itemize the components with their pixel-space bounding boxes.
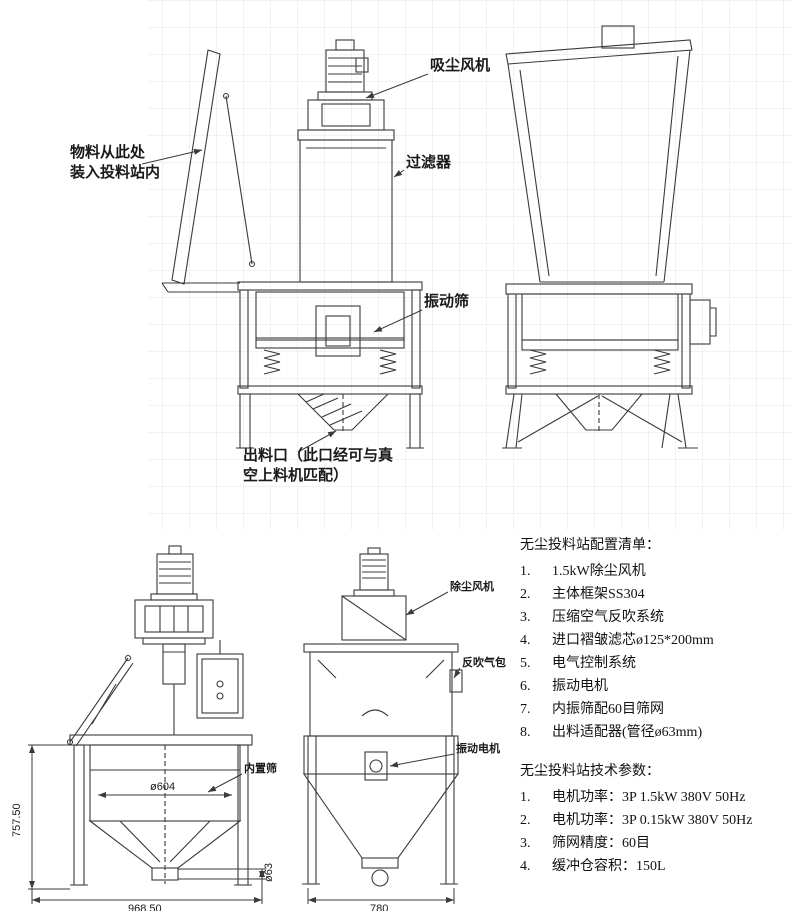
- dim-leader-lines: [207, 591, 461, 793]
- config-list-item: 1. 1.5kW除尘风机: [520, 560, 798, 583]
- label-vibrating-screen: 振动筛: [424, 292, 469, 310]
- label-suction-fan: 吸尘风机: [430, 56, 490, 74]
- config-list-title: 无尘投料站配置清单：: [520, 538, 660, 553]
- item-number: 6.: [520, 679, 531, 694]
- item-number: 4.: [520, 859, 531, 874]
- config-list-item: 5. 电气控制系统: [520, 652, 798, 675]
- tech-params-item: 3. 筛网精度：60目: [520, 832, 798, 855]
- dim-overall-width-side: 780: [370, 903, 388, 911]
- label-filter: 过滤器: [406, 153, 452, 171]
- config-list-items: 1. 1.5kW除尘风机 2. 主体框架SS304 3. 压缩空气反吹系统: [520, 560, 798, 744]
- item-text: 1.5kW除尘风机: [552, 564, 646, 579]
- dim-tank-diameter: ø604: [150, 781, 175, 793]
- item-number: 8.: [520, 725, 531, 740]
- dimension-lines: [28, 744, 455, 904]
- item-text: 电气控制系统: [552, 656, 636, 671]
- item-number: 2.: [520, 813, 531, 828]
- config-list-item: 8. 出料适配器(管径ø63mm): [520, 721, 798, 744]
- label-vibration-motor: 振动电机: [456, 741, 500, 755]
- dimensioned-drawing: 除尘风机 反吹气包 振动电机 内置筛 757.50 ø604 ø63 968.5…: [11, 545, 506, 911]
- item-number: 1.: [520, 564, 531, 579]
- spec-panel: 无尘投料站配置清单： 1. 1.5kW除尘风机 2. 主体框架SS304 3.: [520, 534, 798, 878]
- item-number: 5.: [520, 656, 531, 671]
- label-outlet-note-line1: 出料口（此口经可与真: [243, 446, 393, 464]
- leader-lines: [141, 73, 429, 453]
- item-text: 振动电机: [552, 679, 608, 694]
- tech-params-item: 2. 电机功率：3P 0.15kW 380V 50Hz: [520, 809, 798, 832]
- config-list-item: 7. 内振筛配60目筛网: [520, 698, 798, 721]
- config-list-item: 6. 振动电机: [520, 675, 798, 698]
- config-list-item: 3. 压缩空气反吹系统: [520, 606, 798, 629]
- item-text: 电机功率：3P 1.5kW 380V 50Hz: [552, 790, 746, 805]
- item-text: 出料适配器(管径ø63mm): [552, 725, 703, 740]
- item-number: 7.: [520, 702, 531, 717]
- dim-overall-height: 757.50: [11, 803, 23, 837]
- item-text: 缓冲仓容积：150L: [552, 859, 666, 874]
- front-view: [161, 39, 424, 449]
- item-number: 3.: [520, 836, 531, 851]
- item-text: 主体框架SS304: [552, 587, 645, 602]
- label-inner-screen: 内置筛: [244, 761, 277, 775]
- item-number: 1.: [520, 790, 531, 805]
- tech-params-items: 1. 电机功率：3P 1.5kW 380V 50Hz 2. 电机功率：3P 0.…: [520, 786, 798, 878]
- item-text: 压缩空气反吹系统: [552, 610, 664, 625]
- label-dust-fan: 除尘风机: [450, 579, 494, 593]
- item-number: 3.: [520, 610, 531, 625]
- item-text: 电机功率：3P 0.15kW 380V 50Hz: [552, 813, 753, 828]
- label-back-blow-bag: 反吹气包: [462, 655, 506, 669]
- tech-params-item: 1. 电机功率：3P 1.5kW 380V 50Hz: [520, 786, 798, 809]
- item-text: 筛网精度：60目: [552, 836, 650, 851]
- dim-overall-width-front: 968.50: [128, 903, 162, 911]
- item-text: 内振筛配60目筛网: [552, 702, 664, 717]
- tech-params-title: 无尘投料站技术参数：: [520, 764, 660, 779]
- overview-drawing: 吸尘风机 过滤器 振动筛 物料从此处 装入投料站内 出料口（此口经可与真 空上料…: [69, 0, 792, 530]
- label-material-note-line2: 装入投料站内: [69, 163, 160, 181]
- label-outlet-note-line2: 空上料机匹配）: [243, 466, 348, 484]
- config-list-item: 4. 进口褶皱滤芯ø125*200mm: [520, 629, 798, 652]
- item-number: 4.: [520, 633, 531, 648]
- dim-side-view: [302, 547, 463, 887]
- tech-params-block: 无尘投料站技术参数： 1. 电机功率：3P 1.5kW 380V 50Hz 2.…: [520, 760, 798, 878]
- config-list-item: 2. 主体框架SS304: [520, 583, 798, 606]
- side-view: [502, 25, 717, 449]
- dim-outlet-diameter: ø63: [263, 863, 275, 882]
- item-text: 进口褶皱滤芯ø125*200mm: [552, 633, 714, 648]
- dim-front-view: [66, 545, 253, 886]
- config-list-block: 无尘投料站配置清单： 1. 1.5kW除尘风机 2. 主体框架SS304 3.: [520, 534, 798, 744]
- tech-params-item: 4. 缓冲仓容积：150L: [520, 855, 798, 878]
- item-number: 2.: [520, 587, 531, 602]
- label-material-note-line1: 物料从此处: [70, 143, 146, 161]
